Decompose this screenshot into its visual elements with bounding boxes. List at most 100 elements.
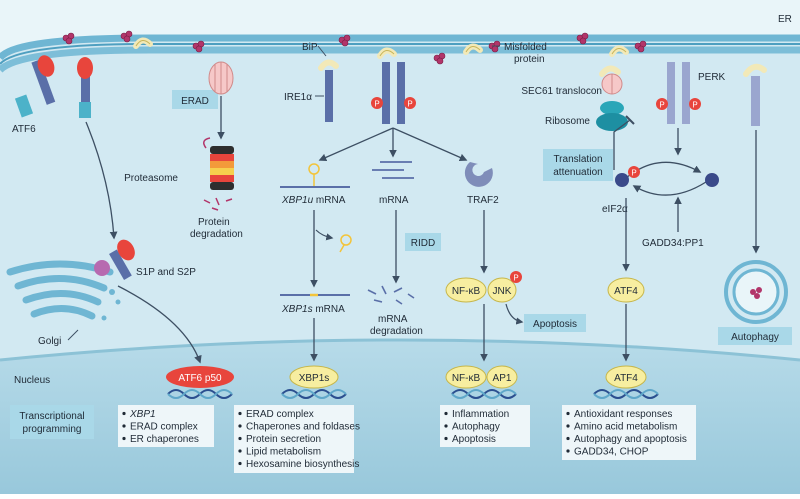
spliced-intron-icon	[339, 234, 352, 253]
atf6-target-item: ER chaperones	[130, 434, 199, 445]
svg-text:programming: programming	[23, 424, 82, 435]
autophagosome-icon	[724, 260, 788, 324]
bullet-icon	[444, 424, 448, 428]
svg-text:P: P	[659, 101, 664, 110]
xbp1s-target-item: Chaperones and foldases	[246, 422, 360, 433]
protein-degradation-label-2: degradation	[190, 229, 243, 240]
erad-channel	[208, 61, 234, 95]
svg-text:P: P	[513, 274, 518, 283]
svg-text:ATF4: ATF4	[614, 373, 638, 384]
svg-text:P: P	[631, 169, 636, 178]
ridd-box	[405, 233, 441, 251]
mrna-icon	[372, 161, 414, 179]
xbp1s-target-item: Hexosamine biosynthesis	[246, 459, 359, 470]
traf2-label: TRAF2	[467, 195, 499, 206]
nucleus-label: Nucleus	[14, 375, 50, 386]
sec61-translocon	[599, 65, 623, 95]
xbp1s-label: XBP1s mRNA	[281, 304, 345, 315]
atf6-receptor	[14, 55, 93, 118]
bullet-icon	[238, 449, 242, 453]
atf6p50-factor	[166, 366, 234, 388]
svg-text:XBP1s: XBP1s	[299, 373, 330, 384]
bullet-icon	[122, 411, 126, 416]
bullet-icon	[566, 449, 570, 453]
atf4-cyto	[607, 277, 645, 303]
bullet-icon	[122, 424, 126, 428]
ridd-label: RIDD	[411, 238, 435, 249]
xbp1s-target-item: ERAD complex	[246, 409, 314, 420]
nfkb-targets-box	[440, 405, 530, 447]
autophagy-box	[718, 327, 792, 345]
ribosome-icon	[596, 101, 628, 131]
bullet-icon	[566, 411, 570, 416]
nfkb-target-item: Inflammation	[452, 409, 509, 420]
bullet-icon	[238, 461, 242, 466]
eif2a-phospho	[615, 173, 629, 187]
traf2-icon	[464, 162, 493, 187]
bullet-icon	[122, 436, 126, 441]
misfolded-label-2: protein	[514, 54, 545, 65]
bip-label: BiP	[302, 42, 318, 53]
svg-text:JNK: JNK	[493, 286, 512, 297]
bullet-icon	[238, 436, 242, 441]
er-label: ER	[778, 14, 792, 25]
xbp1s-factor	[289, 365, 339, 389]
svg-text:ATF6 p50: ATF6 p50	[178, 373, 222, 384]
sec61-label: SEC61 translocon	[521, 86, 602, 97]
peptide-fragments-icon	[203, 197, 233, 211]
apoptosis-box	[524, 314, 586, 332]
transcriptional-programming-box	[10, 405, 94, 439]
atf4-target-item: Antioxidant responses	[574, 409, 672, 420]
ire1a-receptor: P P	[318, 59, 416, 124]
nfkb-nuclear-factor	[445, 365, 487, 389]
nfkb-cyto	[445, 277, 487, 303]
translation-attenuation-box	[543, 149, 613, 181]
svg-text:AP1: AP1	[493, 373, 512, 384]
misfolded-label-1: Misfolded	[504, 42, 547, 53]
svg-text:Translation: Translation	[553, 154, 602, 165]
atf6-target-item: ERAD complex	[130, 422, 198, 433]
bullet-icon	[238, 411, 242, 416]
mrna-fragments-icon	[367, 285, 415, 305]
xbp1s-target-item: Lipid metabolism	[246, 447, 321, 458]
svg-text:P: P	[692, 101, 697, 110]
proteasome-icon	[203, 137, 234, 190]
perk-receptor: P P	[656, 62, 701, 124]
atf4-nuclear-factor	[605, 365, 647, 389]
svg-text:NF-κB: NF-κB	[452, 286, 481, 297]
atf4-target-item: Autophagy and apoptosis	[574, 434, 687, 445]
ap1-factor	[486, 365, 518, 389]
ire1a-label: IRE1α	[284, 92, 312, 103]
jnk-cyto	[487, 277, 517, 303]
svg-text:attenuation: attenuation	[553, 167, 603, 178]
bullet-icon	[238, 424, 242, 428]
atf6-target-item: XBP1	[129, 409, 156, 420]
erad-box	[172, 90, 218, 109]
eif2a-label: eIF2α	[602, 204, 628, 215]
perk-label: PERK	[698, 72, 726, 83]
autophagy-receptor	[743, 63, 767, 126]
proteasome-label: Proteasome	[124, 173, 178, 184]
apoptosis-label: Apoptosis	[533, 319, 577, 330]
erad-label: ERAD	[181, 96, 209, 107]
mrna-label: mRNA	[379, 195, 409, 206]
misfolded-protein-icon	[62, 30, 647, 65]
mrna-degradation-label-1: mRNA	[378, 314, 408, 325]
atf6-in-golgi	[94, 239, 135, 280]
atf4-targets-box	[562, 405, 696, 460]
svg-text:ATF4: ATF4	[614, 286, 638, 297]
xbp1u-label: XBP1u mRNA	[281, 195, 346, 206]
bullet-icon	[444, 436, 448, 441]
xbp1s-target-item: Protein secretion	[246, 434, 321, 445]
atf6-label: ATF6	[12, 124, 36, 135]
atf4-target-item: Amino acid metabolism	[574, 422, 677, 433]
bullet-icon	[444, 411, 448, 416]
mrna-degradation-label-2: degradation	[370, 326, 423, 337]
svg-text:Transcriptional: Transcriptional	[19, 411, 84, 422]
dna-helix-icon	[167, 389, 659, 399]
svg-text:P: P	[407, 100, 412, 109]
ribosome-label: Ribosome	[545, 116, 590, 127]
